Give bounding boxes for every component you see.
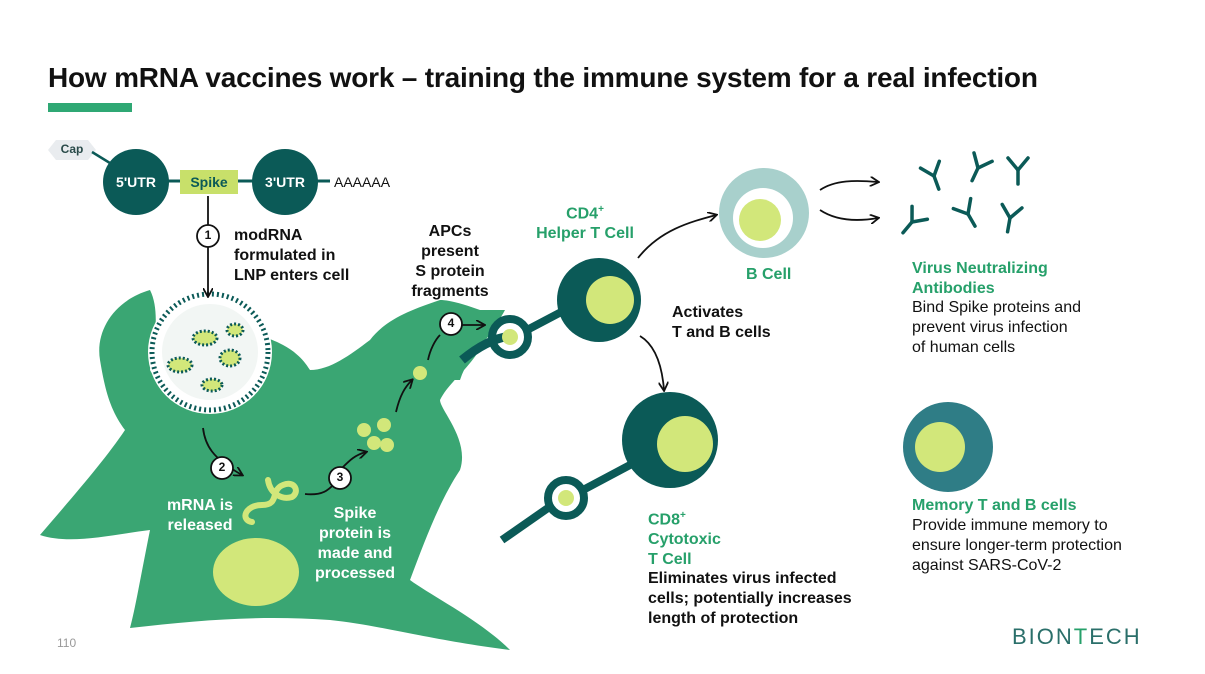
utr5-label: 5'UTR — [116, 174, 156, 190]
utr5-circle — [103, 149, 169, 215]
step-4-number: 4 — [447, 316, 455, 330]
spike-protein-fragments — [357, 366, 427, 452]
spike-box — [180, 170, 238, 194]
cd4-receptor — [459, 306, 567, 364]
title-accent-bar — [48, 103, 132, 112]
mrna-squiggle — [242, 477, 299, 525]
antibodies — [901, 151, 1030, 235]
lnp-particle — [148, 290, 272, 414]
spike-label: Spike — [190, 174, 228, 190]
step-1-number: 1 — [204, 228, 212, 242]
biontech-logo: BIONTECH — [1012, 624, 1142, 649]
step-3-number: 3 — [336, 470, 344, 484]
memory-title: Memory T and B cells — [912, 497, 1077, 514]
cd8-label: CD8+ Cytotoxic T Cell — [648, 510, 721, 569]
cap-shape — [48, 140, 96, 160]
page-title: How mRNA vaccines work – training the im… — [48, 62, 1038, 93]
cap-label: Cap — [60, 142, 84, 156]
nucleus — [213, 538, 299, 606]
polya-label: AAAAAA — [334, 174, 391, 190]
page-number: 110 — [57, 636, 77, 650]
utr3-circle — [252, 149, 318, 215]
b-cell-label: B Cell — [746, 266, 792, 283]
utr3-label: 3'UTR — [265, 174, 305, 190]
step-2-number: 2 — [218, 460, 226, 474]
cd4-label: CD4+ Helper T Cell — [536, 204, 634, 243]
cd8-receptor — [499, 461, 632, 544]
step-circles — [196, 224, 463, 490]
